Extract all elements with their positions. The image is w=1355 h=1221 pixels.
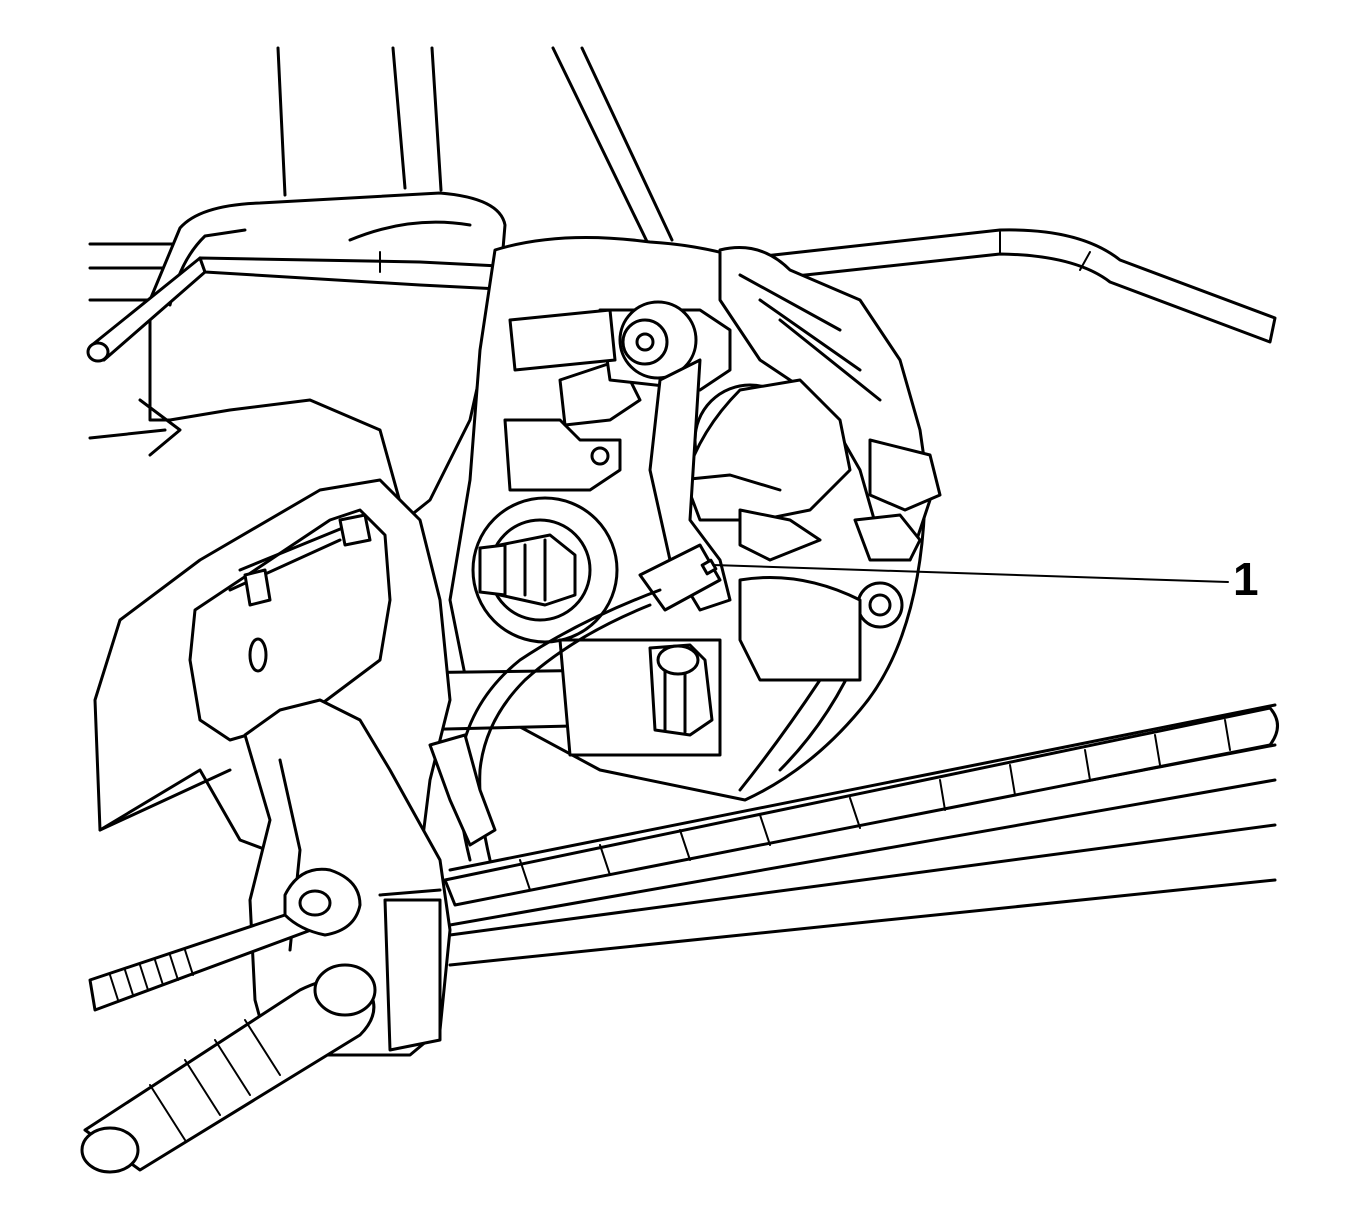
cable-bundle <box>443 703 1279 967</box>
brake-line <box>428 588 662 862</box>
callout-1-label: 1 <box>1233 553 1259 605</box>
callout-1 <box>712 564 1229 583</box>
parking-brake-lever <box>638 358 732 612</box>
upper-rods <box>276 46 674 260</box>
upper-mount-bracket <box>138 191 507 522</box>
lower-cable <box>80 963 377 1174</box>
adjuster-rod <box>88 867 362 1012</box>
callout-1-leader <box>712 564 1229 583</box>
top-cross-rod <box>198 228 1277 344</box>
bent-rod-left <box>86 256 207 363</box>
inner-mechanism <box>503 246 942 682</box>
axle-hub <box>471 496 619 644</box>
strut-rod <box>393 638 722 757</box>
